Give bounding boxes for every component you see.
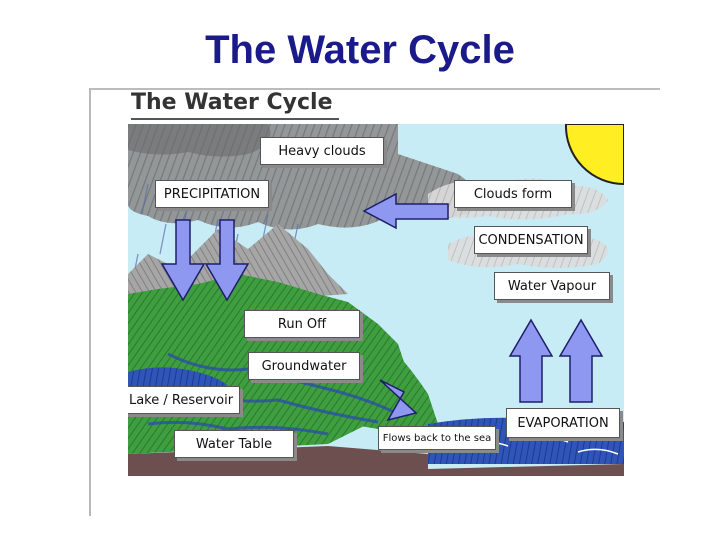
label-heavy-clouds: Heavy clouds [260,137,384,165]
diagram-title: The Water Cycle [131,90,333,115]
label-groundwater: Groundwater [248,352,360,380]
label-flows-back-to-sea: Flows back to the sea [378,426,496,450]
water-cycle-scene: Heavy clouds PRECIPITATION Clouds form C… [128,124,624,476]
label-water-table: Water Table [174,430,294,458]
slide-title: The Water Cycle [0,28,720,73]
label-condensation: CONDENSATION [474,226,588,254]
label-lake-reservoir: Lake / Reservoir [128,386,240,414]
frame-divider-vertical [89,88,91,516]
label-precipitation: PRECIPITATION [155,180,269,208]
label-clouds-form: Clouds form [454,180,572,208]
label-evaporation: EVAPORATION [506,408,620,438]
label-run-off: Run Off [244,310,360,338]
label-water-vapour: Water Vapour [494,272,610,300]
diagram-title-underline [131,118,339,120]
